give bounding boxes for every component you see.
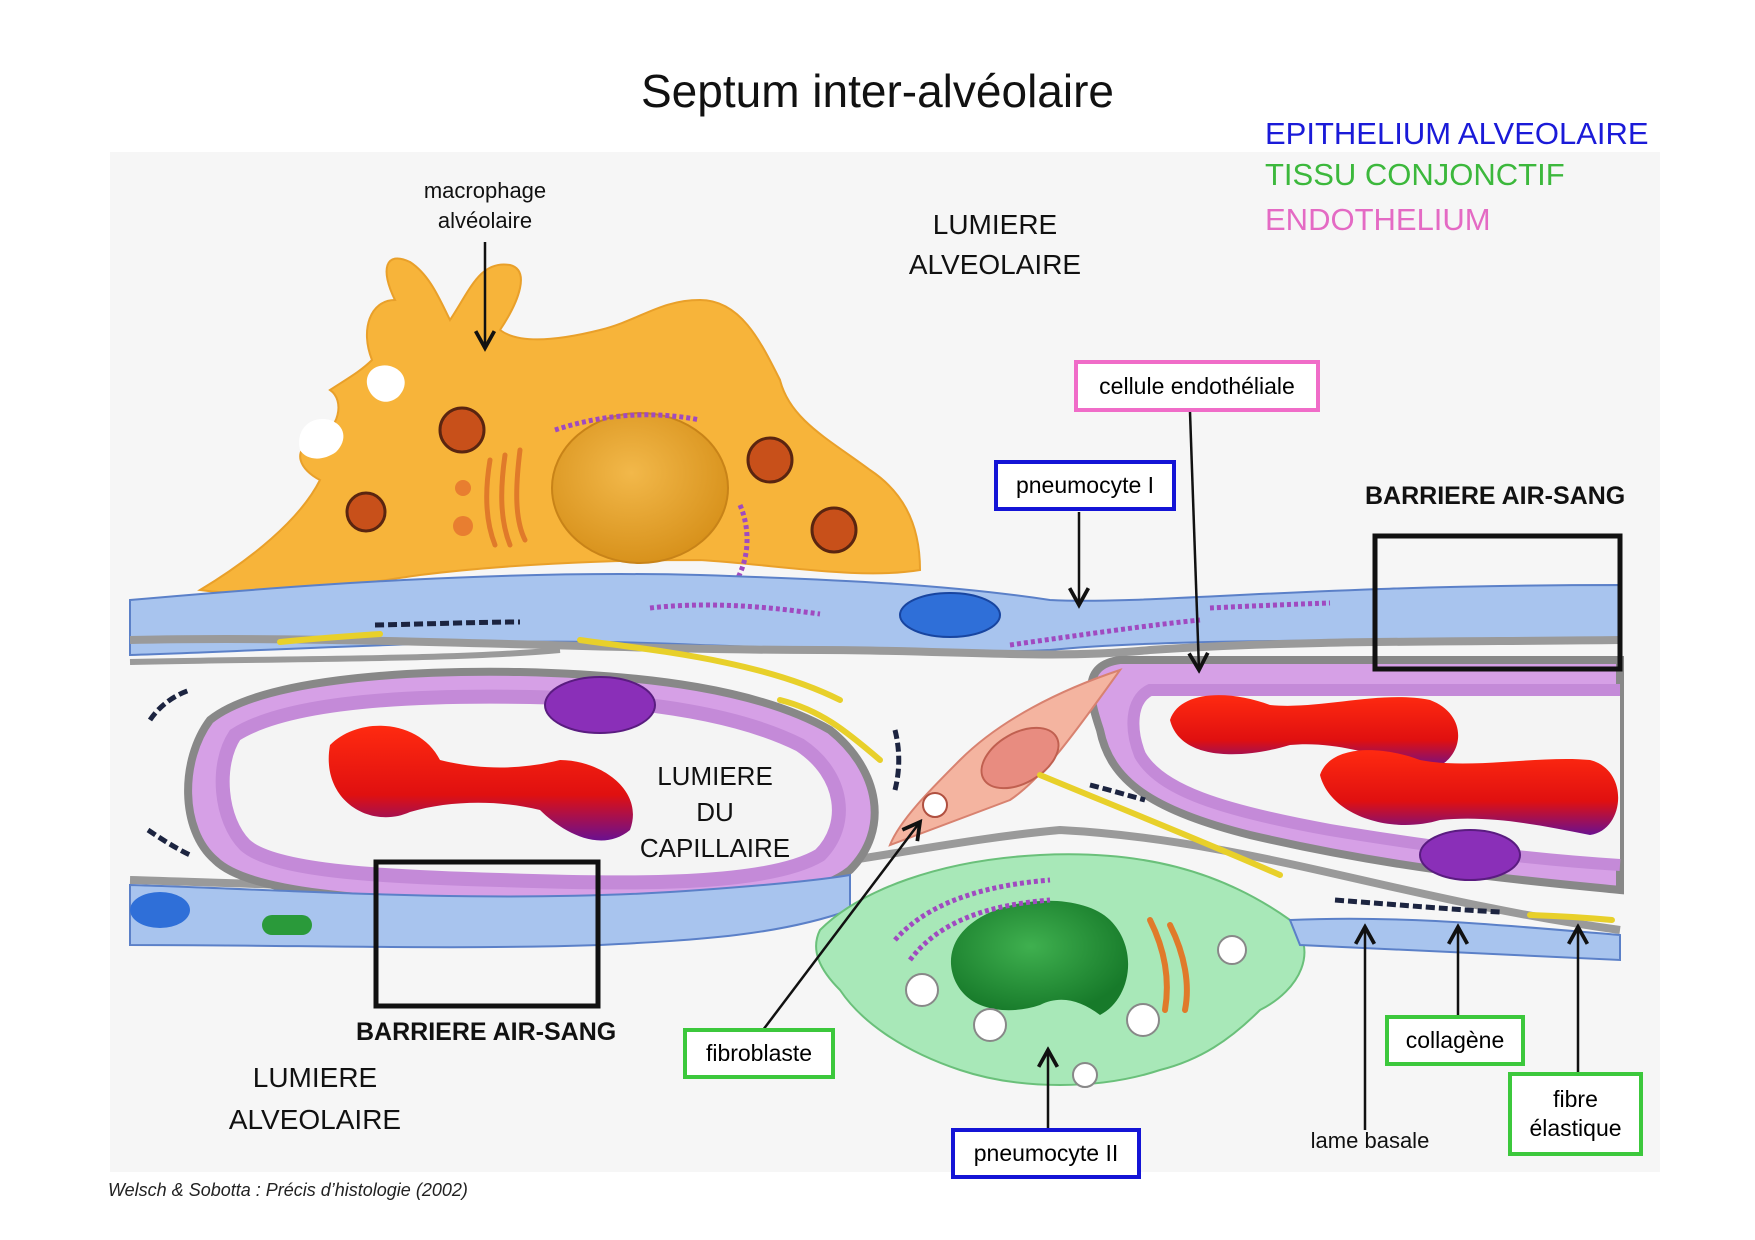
lumiere-capillaire: LUMIERE DU CAPILLAIRE bbox=[639, 761, 791, 863]
label-cellule-endotheliale: cellule endothéliale bbox=[1074, 360, 1320, 412]
label-fibre-elastique: fibre élastique bbox=[1508, 1072, 1643, 1156]
label-pneumocyte-2: pneumocyte II bbox=[951, 1128, 1141, 1179]
citation: Welsch & Sobotta : Précis d’histologie (… bbox=[108, 1180, 468, 1200]
legend-conjonctif: TISSU CONJONCTIF bbox=[1265, 157, 1565, 192]
pneumocyte-2-nucleus bbox=[950, 900, 1129, 1015]
macrophage-label: macrophage alvéolaire bbox=[423, 178, 547, 233]
phagosomes bbox=[345, 406, 858, 554]
lame-basale-label: lame basale bbox=[1310, 1128, 1430, 1153]
lumiere-alveolaire-top: LUMIERE ALVEOLAIRE bbox=[908, 209, 1082, 280]
legend-endothelium: ENDOTHELIUM bbox=[1265, 202, 1491, 237]
red-blood-cell-right-1 bbox=[1170, 695, 1459, 770]
lumiere-alveolaire-bottom: LUMIERE ALVEOLAIRE bbox=[228, 1062, 402, 1135]
label-collagene: collagène bbox=[1385, 1015, 1525, 1066]
barrier-label-bottom: BARRIERE AIR-SANG bbox=[356, 1018, 617, 1046]
red-blood-cell-right-2 bbox=[1320, 750, 1619, 835]
barrier-box-bottom bbox=[373, 859, 601, 1009]
label-pneumocyte-1: pneumocyte I bbox=[994, 460, 1176, 511]
page-title: Septum inter-alvéolaire bbox=[640, 65, 1114, 117]
pneumocyte-1-nucleus bbox=[899, 592, 1001, 638]
macrophage-nucleus bbox=[551, 412, 729, 564]
label-fibroblaste: fibroblaste bbox=[683, 1028, 835, 1079]
barrier-label-top: BARRIERE AIR-SANG bbox=[1365, 482, 1626, 510]
legend-epithelium: EPITHELIUM ALVEOLAIRE bbox=[1265, 116, 1649, 151]
barrier-box-top bbox=[1372, 533, 1623, 672]
red-blood-cell-left bbox=[328, 725, 633, 841]
